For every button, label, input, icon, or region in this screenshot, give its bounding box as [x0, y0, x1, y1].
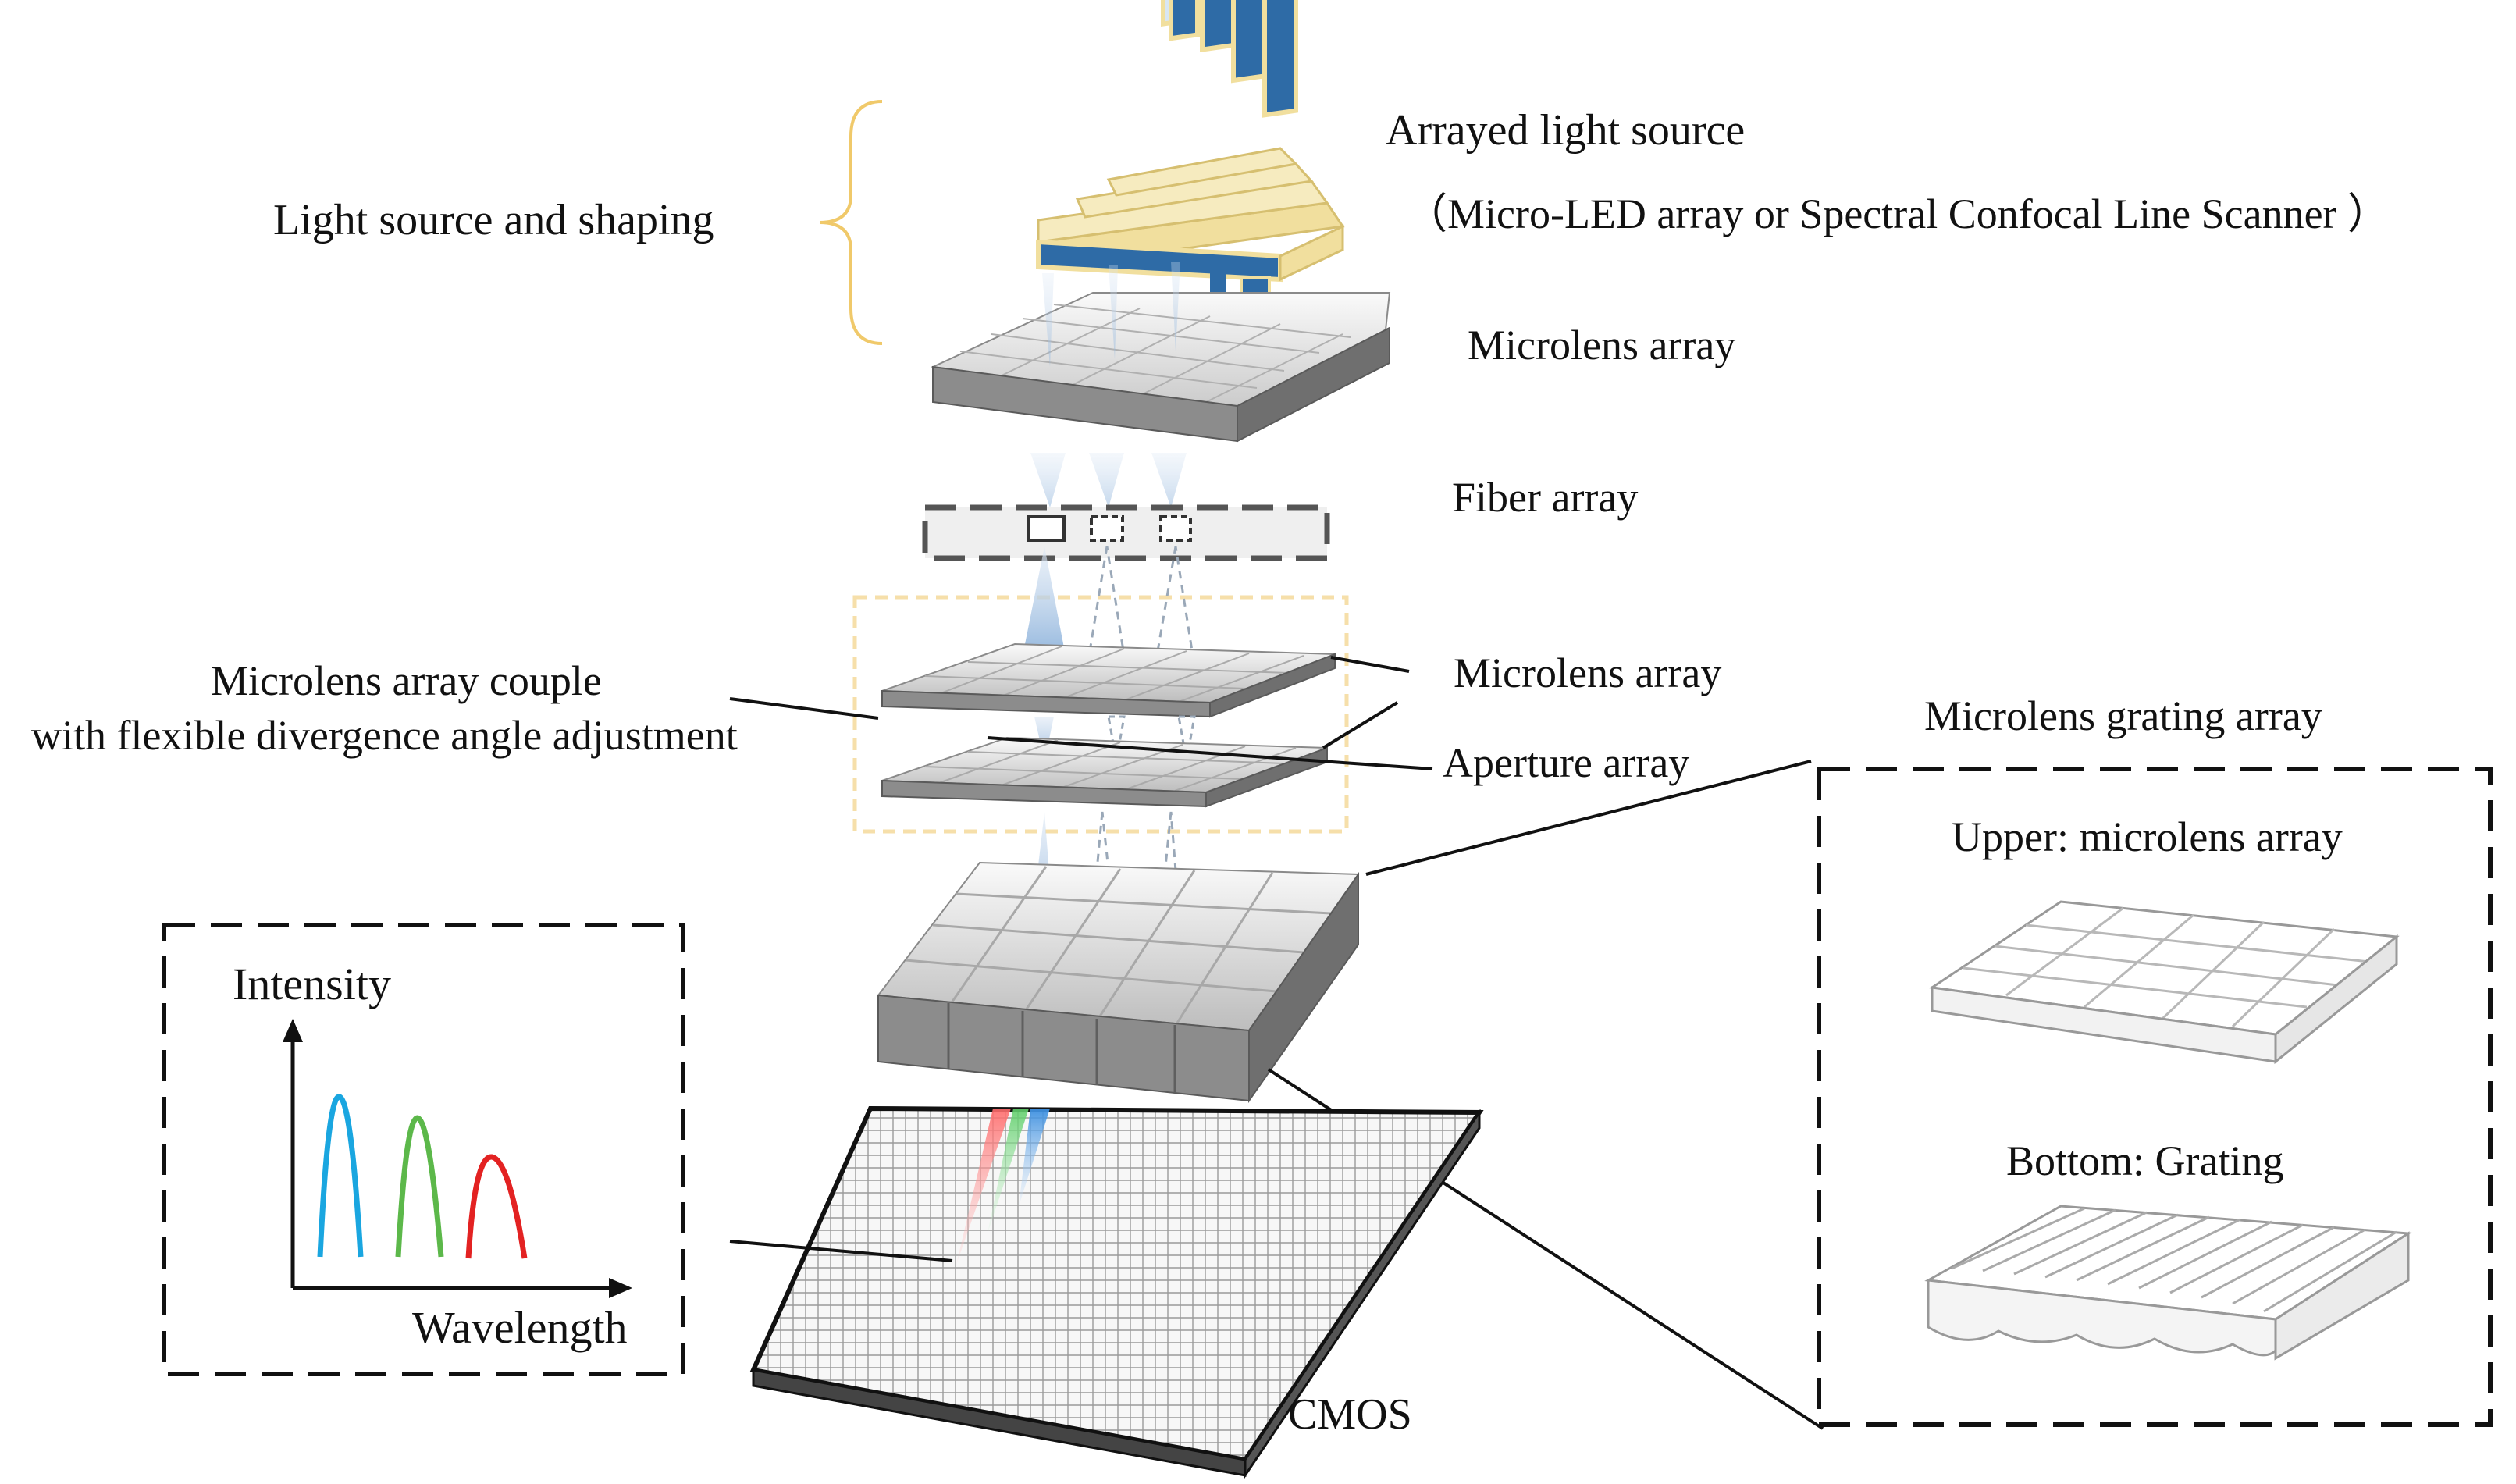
microlens-couple-lower	[881, 736, 1328, 808]
peak-blue	[317, 1094, 364, 1258]
microlens-array-top	[930, 262, 1391, 443]
aperture-array-label: Aperture array	[1443, 739, 1689, 786]
microlens-array-top-label: Microlens array	[1468, 322, 1735, 368]
upper-microlens-label: Upper: microlens array	[1952, 813, 2343, 860]
microlens-grating-array	[877, 861, 1360, 1104]
couple-leader-line	[729, 697, 879, 720]
microlens-couple-label-1: Microlens array couple	[211, 657, 602, 704]
y-axis-arrow	[283, 1019, 303, 1042]
light-source-shaping-label: Light source and shaping	[273, 196, 714, 244]
microlens-couple-upper	[881, 642, 1336, 718]
light-source-bracket	[819, 100, 883, 345]
grating-detail-inset	[1817, 767, 2493, 1427]
upper-microlens-sketch	[1928, 900, 2400, 1065]
x-axis-arrow	[609, 1278, 632, 1298]
microlens-mid-leader-1	[1330, 656, 1410, 673]
arrayed-light-source-label: Arrayed light source	[1386, 106, 1745, 155]
microlens-couple-box	[852, 595, 1349, 834]
intensity-label: Intensity	[233, 959, 391, 1009]
fiber-array-label: Fiber array	[1452, 474, 1638, 521]
fiber-array	[922, 504, 1330, 561]
beam-cones-upper	[1030, 453, 1187, 507]
peak-green	[395, 1115, 444, 1258]
spectrum-leader	[729, 1240, 953, 1262]
arrayed-light-source-note: （Micro-LED array or Spectral Confocal Li…	[1405, 190, 2390, 237]
microlens-grating-array-label: Microlens grating array	[1924, 692, 2322, 739]
microlens-array-mid-label: Microlens array	[1454, 649, 1721, 696]
beam-cones-middle	[1023, 546, 1194, 657]
grating-array-leader	[1365, 760, 1812, 876]
aperture-leader	[987, 736, 1433, 770]
peak-red	[465, 1154, 528, 1259]
microlens-mid-leader-2	[1322, 701, 1399, 749]
microlens-couple-label-2: with flexible divergence angle adjustmen…	[31, 712, 738, 759]
spectrum-inset	[162, 923, 685, 1376]
bottom-grating-label: Bottom: Grating	[2006, 1137, 2283, 1184]
cmos-sensor	[749, 1105, 1484, 1479]
wavelength-label: Wavelength	[412, 1302, 628, 1353]
bottom-grating-sketch	[1924, 1205, 2412, 1361]
cmos-label: CMOS	[1288, 1390, 1412, 1439]
